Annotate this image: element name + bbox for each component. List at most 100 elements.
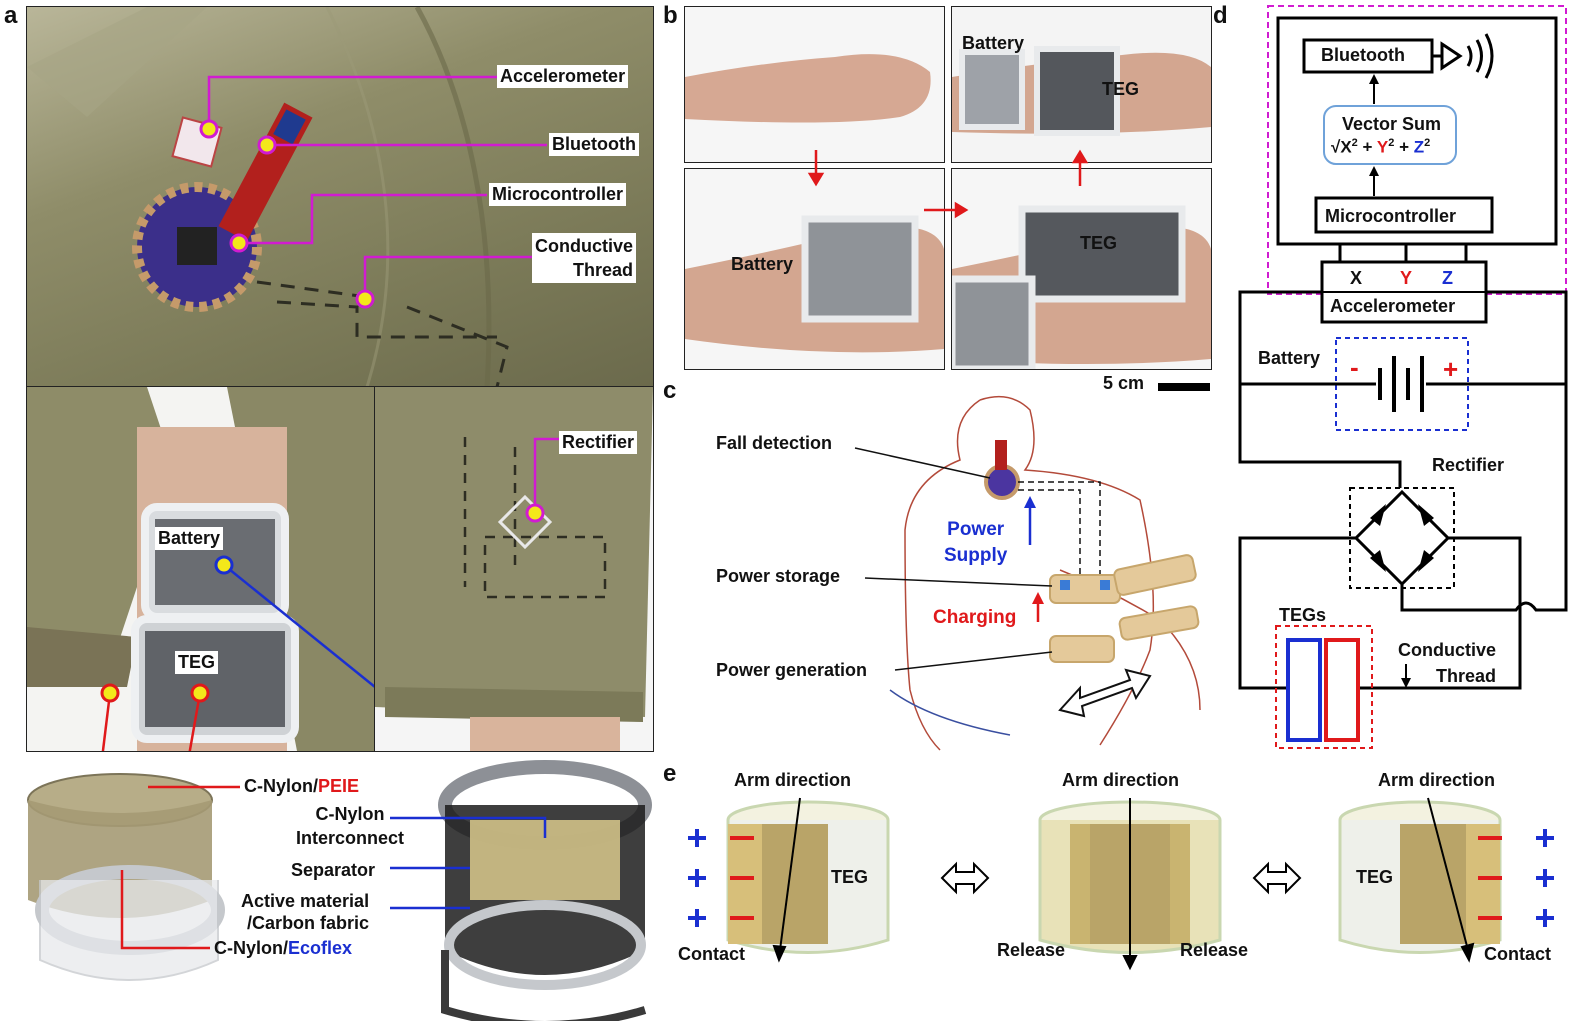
signal-waves-icon <box>1466 33 1494 79</box>
label-c-nylon-interconnect: C-Nylon Interconnect <box>296 802 404 850</box>
label-charging: Charging <box>933 607 1017 628</box>
antenna-icon <box>1432 41 1463 71</box>
band-schematic <box>27 760 652 1021</box>
battery-cylinder-3d <box>438 760 652 1021</box>
label-thread: Thread <box>573 260 634 280</box>
jacket-illustration <box>27 7 547 387</box>
label-accelerometer-d: Accelerometer <box>1330 296 1456 316</box>
c-nylon-ecoflex-prefix: C-Nylon/ <box>214 938 288 958</box>
panel-b-arrows <box>807 149 1210 391</box>
arm-band-illustration <box>27 387 375 751</box>
bluetooth-box <box>1302 38 1434 74</box>
thread-text-d: Thread <box>1436 666 1497 686</box>
body-diagram <box>854 395 1201 751</box>
battery-plus: + <box>1443 354 1459 384</box>
c-nylon-ecoflex-suffix: Ecoflex <box>288 938 353 958</box>
label-vector-sum: Vector Sum <box>1342 114 1442 134</box>
label-accelerometer: Accelerometer <box>497 65 629 88</box>
label-bluetooth-d: Bluetooth <box>1321 45 1405 65</box>
label-teg-e-left: TEG <box>831 867 869 887</box>
label-fall-detection: Fall detection <box>716 433 833 453</box>
label-contact-right: Contact <box>1484 944 1551 964</box>
label-arm-direction-2: Arm direction <box>1062 770 1180 790</box>
label-active-material: Active material /Carbon fabric <box>241 890 369 934</box>
battery-frame <box>1335 337 1469 431</box>
double-arrow-right <box>1252 861 1302 895</box>
label-arm-direction-1: Arm direction <box>734 770 852 790</box>
photo-wrist-bands-on: Battery TEG <box>951 6 1212 163</box>
formula-plus-1: + <box>1362 137 1373 157</box>
label-power-storage: Power storage <box>716 566 841 586</box>
label-microcontroller: Microcontroller <box>489 183 627 206</box>
panel-letter-d: d <box>1213 2 1228 29</box>
fall-detection-device <box>984 464 1020 500</box>
label-rectifier-photo: Rectifier <box>559 431 638 454</box>
photo-arm-battery-teg: Battery TEG <box>26 386 376 752</box>
supply-text: Supply <box>944 545 1008 566</box>
label-separator: Separator <box>291 860 376 880</box>
motion-double-arrow <box>1058 668 1152 718</box>
teg-red <box>1324 638 1360 742</box>
device-contact-right <box>1338 800 1502 954</box>
label-microcontroller-d: Microcontroller <box>1325 206 1457 226</box>
label-teg-b-top: TEG <box>1102 79 1140 99</box>
label-teg-photo: TEG <box>175 651 219 674</box>
panel-letter-c: c <box>663 377 677 404</box>
formula-plus-2: + <box>1399 137 1410 157</box>
label-teg-e-right: TEG <box>1356 867 1394 887</box>
label-tegs: TEGs <box>1279 605 1327 625</box>
label-conductive-thread: Conductive Thread <box>532 233 637 283</box>
formula-z: Z <box>1413 137 1425 157</box>
device-contact-left <box>726 800 890 954</box>
label-y: Y <box>1400 268 1413 288</box>
label-rectifier-d: Rectifier <box>1432 455 1505 475</box>
label-c-nylon-ecoflex: C-Nylon/Ecoflex <box>214 938 352 959</box>
formula-x: √X <box>1331 137 1352 157</box>
c-nylon-text: C-Nylon <box>315 804 385 824</box>
diode-symbols <box>1370 504 1434 572</box>
rectifier-frame <box>1349 487 1455 589</box>
label-teg-b-bottom: TEG <box>1080 233 1118 253</box>
label-conductive: Conductive <box>535 236 634 256</box>
formula-y: Y <box>1376 137 1389 157</box>
photo-bare-wrist <box>684 6 945 163</box>
conductive-text-d: Conductive <box>1398 640 1497 660</box>
label-bluetooth: Bluetooth <box>549 133 639 156</box>
vector-sum-formula: √X2 + Y2 + Z2 <box>1331 137 1430 158</box>
battery-symbol <box>1378 356 1424 412</box>
battery-minus: - <box>1350 352 1359 382</box>
photo-wrap-battery: Battery <box>684 168 945 370</box>
label-arm-direction-3: Arm direction <box>1378 770 1496 790</box>
scale-bar <box>1158 383 1210 391</box>
label-x: X <box>1350 268 1363 288</box>
photo-sleeve-rectifier: Rectifier <box>374 386 654 752</box>
label-battery-d: Battery <box>1258 348 1321 368</box>
panel-letter-a: a <box>4 2 18 29</box>
scale-bar-label: 5 cm <box>1103 373 1145 393</box>
power-text: Power <box>947 519 1005 540</box>
label-release-right: Release <box>1180 940 1249 960</box>
c-nylon-peie-suffix: PEIE <box>318 776 360 796</box>
label-z: Z <box>1442 268 1453 288</box>
double-arrow-left <box>940 861 990 895</box>
formula-y-sq: 2 <box>1388 137 1395 149</box>
contact-release-schematic <box>688 797 1554 971</box>
active-material-text: Active material <box>241 891 370 911</box>
carbon-fabric-text: /Carbon fabric <box>247 913 370 933</box>
formula-z-sq: 2 <box>1424 137 1431 149</box>
panel-letter-e: e <box>663 760 677 787</box>
label-release-left: Release <box>997 940 1066 960</box>
label-battery-photo: Battery <box>155 527 224 550</box>
label-battery-b-bottom: Battery <box>731 254 794 274</box>
label-power-supply: Power Supply <box>944 517 1007 569</box>
photo-jacket-sensors: Accelerometer Bluetooth Microcontroller … <box>26 6 654 388</box>
label-power-generation: Power generation <box>716 660 868 680</box>
teg-blue <box>1286 638 1322 742</box>
label-conductive-thread-d: Conductive Thread <box>1398 637 1496 689</box>
photo-wrap-teg: TEG <box>951 168 1212 370</box>
circuit-diagram <box>1238 5 1568 749</box>
label-battery-b-top: Battery <box>962 33 1025 53</box>
formula-x-sq: 2 <box>1351 137 1358 149</box>
interconnect-text: Interconnect <box>296 828 405 848</box>
tegs-frame <box>1275 625 1373 749</box>
